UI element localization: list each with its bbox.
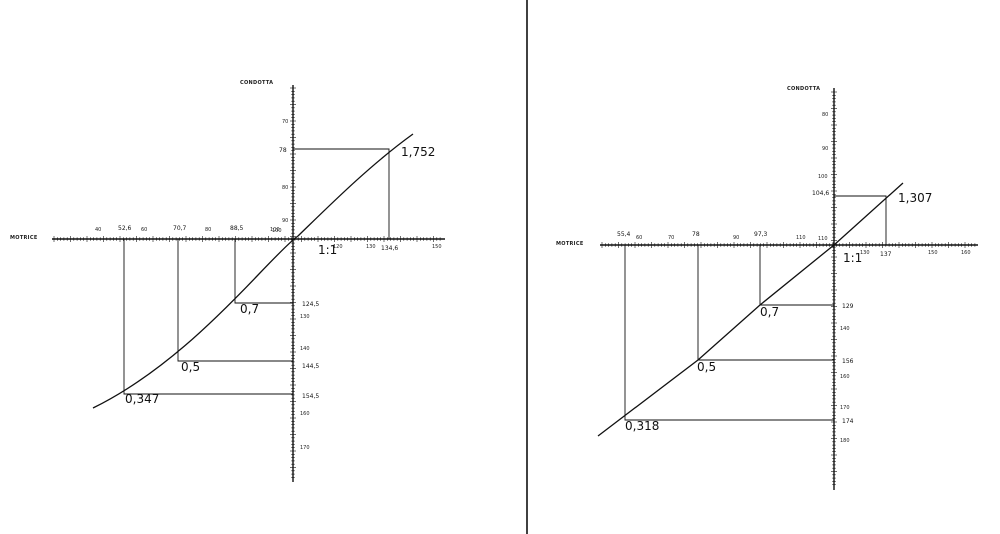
right-y-minor-140: 140 (840, 326, 850, 332)
left-ratio-curve (92, 133, 414, 409)
left-x-label-70-7: 70,7 (173, 225, 187, 232)
right-y-label-129: 129 (842, 303, 854, 310)
left-y-minor-130: 130 (300, 314, 310, 320)
left-x-minor-40: 40 (95, 227, 101, 233)
right-ratio-0-7: 0,7 (760, 305, 779, 319)
left-x-label-134-6: 134,6 (381, 245, 398, 252)
left-y-minor-140: 140 (300, 346, 310, 352)
left-x-minor-120: 120 (333, 244, 343, 250)
right-x-minor-90: 90 (733, 235, 739, 241)
right-y-minor-180: 180 (840, 438, 850, 444)
right-y-minor-80: 80 (822, 112, 828, 118)
left-y-label-144-5: 144,5 (302, 363, 319, 370)
right-y-axis-title: CONDOTTA (787, 86, 820, 92)
left-y-minor-100: 100 (272, 228, 282, 234)
left-ratio-0-347: 0,347 (125, 392, 159, 406)
right-ratio-0-5: 0,5 (697, 360, 716, 374)
left-y-minor-160: 160 (300, 411, 310, 417)
left-y-minor-80: 80 (282, 185, 288, 191)
left-x-axis-title: MOTRICE (10, 235, 38, 241)
right-ratio-0-318: 0,318 (625, 419, 659, 433)
right-construction-lines (624, 195, 887, 421)
left-y-label-78: 78 (279, 147, 287, 154)
right-ratio-1-307: 1,307 (898, 191, 932, 205)
left-x-label-88-5: 88,5 (230, 225, 244, 232)
left-x-minor-150: 150 (432, 244, 442, 250)
right-y-label-174: 174 (842, 418, 854, 425)
right-y-label-156: 156 (842, 358, 854, 365)
right-origin-label: 1:1 (843, 251, 862, 265)
right-y-minor-160: 160 (840, 374, 850, 380)
left-x-minor-80: 80 (205, 227, 211, 233)
right-x-label-137: 137 (880, 251, 892, 258)
right-x-label-78: 78 (692, 231, 700, 238)
left-nomogram: MOTRICE CONDOTTA 52,6 70,7 88,5 40 60 80… (10, 80, 445, 482)
right-x-minor-160: 160 (961, 250, 971, 256)
right-x-minor-130: 130 (860, 250, 870, 256)
right-x-label-55-4: 55,4 (617, 231, 631, 238)
left-ratio-1-752: 1,752 (401, 145, 435, 159)
right-y-minor-100: 100 (818, 174, 828, 180)
right-y-minor-90: 90 (822, 146, 828, 152)
left-ratio-0-5: 0,5 (181, 360, 200, 374)
right-y-minor-110: 110 (818, 236, 828, 242)
right-x-label-97-3: 97,3 (754, 231, 768, 238)
left-y-label-124-5: 124,5 (302, 301, 319, 308)
left-x-label-52-6: 52,6 (118, 225, 132, 232)
left-x-minor-130: 130 (366, 244, 376, 250)
right-nomogram: MOTRICE CONDOTTA 55,4 78 97,3 60 70 90 1… (556, 86, 978, 490)
left-y-minor-70: 70 (282, 119, 288, 125)
right-x-minor-110: 110 (796, 235, 806, 241)
left-y-label-154-5: 154,5 (302, 393, 319, 400)
right-x-minor-150: 150 (928, 250, 938, 256)
left-origin-label: 1:1 (318, 243, 337, 257)
right-y-label-104-6: 104,6 (812, 190, 829, 197)
right-x-minor-70: 70 (668, 235, 674, 241)
right-x-minor-60: 60 (636, 235, 642, 241)
left-y-minor-90: 90 (282, 218, 288, 224)
right-ratio-curve (597, 182, 904, 437)
left-x-minor-100: 100 (270, 227, 280, 233)
left-x-minor-60: 60 (141, 227, 147, 233)
left-y-minor-170: 170 (300, 445, 310, 451)
right-x-axis-title: MOTRICE (556, 241, 584, 247)
right-y-minor-170: 170 (840, 405, 850, 411)
left-construction-lines (123, 148, 390, 395)
left-ratio-0-7: 0,7 (240, 302, 259, 316)
left-y-axis-title: CONDOTTA (240, 80, 273, 86)
